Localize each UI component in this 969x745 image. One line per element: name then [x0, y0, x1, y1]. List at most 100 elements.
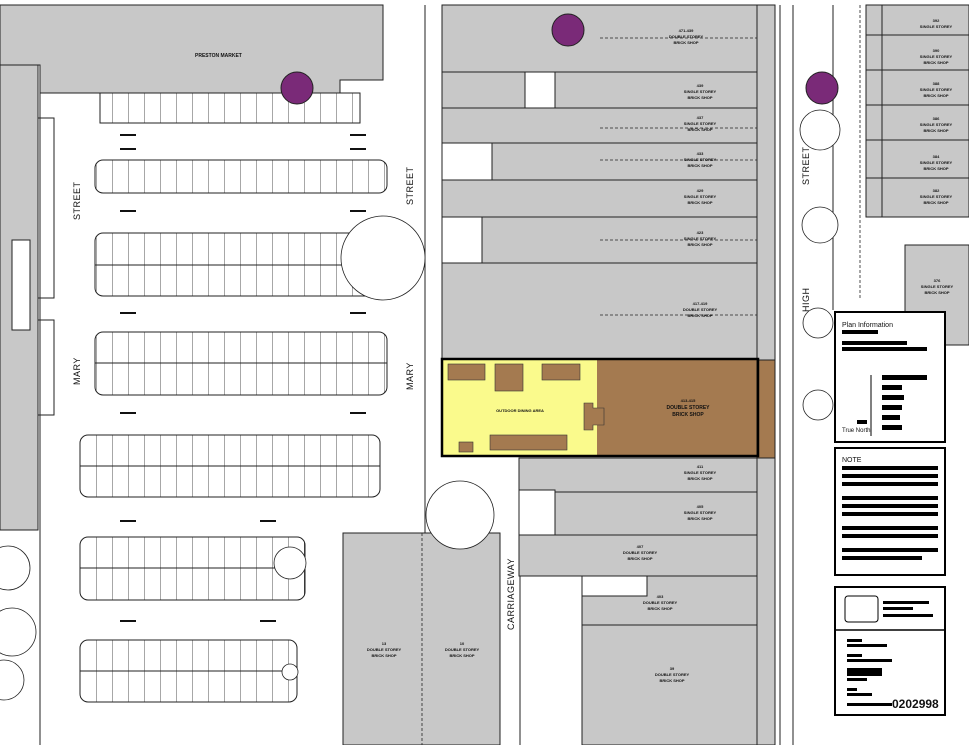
svg-text:433: 433 [697, 151, 704, 156]
svg-text:SINGLE STOREY: SINGLE STOREY [920, 87, 953, 92]
tree-icon [0, 607, 37, 657]
svg-text:SINGLE STOREY: SINGLE STOREY [920, 160, 953, 165]
title-block: 0202998 [834, 586, 946, 716]
svg-text:BRICK SHOP: BRICK SHOP [923, 60, 948, 65]
svg-text:BRICK SHOP: BRICK SHOP [923, 93, 948, 98]
svg-text:BRICK SHOP: BRICK SHOP [923, 128, 948, 133]
svg-text:407: 407 [637, 544, 644, 549]
svg-text:SINGLE STOREY: SINGLE STOREY [920, 194, 953, 199]
svg-text:BRICK SHOP: BRICK SHOP [923, 200, 948, 205]
svg-text:SINGLE STOREY: SINGLE STOREY [920, 54, 953, 59]
svg-text:SINGLE STOREY: SINGLE STOREY [920, 122, 953, 127]
parking-row [94, 159, 388, 194]
svg-text:417-419: 417-419 [693, 301, 708, 306]
parking-row [99, 92, 361, 124]
preston-market-label: PRESTON MARKET [195, 53, 242, 59]
high-street-label: HIGH [801, 288, 811, 313]
preston-market-building: PRESTON MARKET [0, 4, 384, 94]
svg-text:SINGLE STOREY: SINGLE STOREY [684, 157, 717, 162]
tree-icon [340, 215, 426, 301]
svg-text:BRICK SHOP: BRICK SHOP [449, 653, 474, 658]
hatched-strip [37, 117, 55, 299]
svg-text:BRICK SHOP: BRICK SHOP [672, 412, 704, 418]
mary-street-label: MARY [72, 357, 82, 385]
svg-text:BRICK SHOP: BRICK SHOP [687, 313, 712, 318]
marker-icon [551, 13, 585, 47]
mary-street-label: STREET [72, 181, 82, 220]
svg-text:SINGLE STOREY: SINGLE STOREY [684, 470, 717, 475]
svg-text:DOUBLE STOREY: DOUBLE STOREY [655, 672, 690, 677]
mary-street-label: STREET [405, 166, 415, 205]
marker-icon [280, 71, 314, 105]
high-street-label: STREET [801, 146, 811, 185]
svg-text:13: 13 [382, 641, 387, 646]
lot-labels: 471-439 DOUBLE STOREY BRICK SHOP 439 SIN… [669, 28, 718, 318]
true-north-label: True North [842, 428, 870, 434]
svg-text:BRICK SHOP: BRICK SHOP [687, 95, 712, 100]
tree-icon [0, 659, 25, 701]
svg-text:390: 390 [933, 48, 940, 53]
svg-text:403: 403 [657, 594, 664, 599]
left-building-gap [11, 239, 31, 331]
svg-text:BRICK SHOP: BRICK SHOP [924, 290, 949, 295]
tree-icon [802, 307, 834, 339]
carriageway-label: CARRIAGEWAY [506, 558, 516, 630]
svg-text:SINGLE STOREY: SINGLE STOREY [684, 121, 717, 126]
svg-text:SINGLE STOREY: SINGLE STOREY [684, 510, 717, 515]
courtyard-label: OUTDOOR DINING AREA [496, 408, 544, 413]
svg-text:376: 376 [934, 278, 941, 283]
tree-icon [425, 480, 495, 550]
svg-text:SINGLE STOREY: SINGLE STOREY [920, 24, 953, 29]
svg-text:SINGLE STOREY: SINGLE STOREY [684, 89, 717, 94]
svg-text:10: 10 [460, 641, 465, 646]
drawing-number: 0202998 [892, 697, 939, 711]
tree-icon [281, 663, 299, 681]
central-block [441, 4, 776, 745]
svg-text:BRICK SHOP: BRICK SHOP [647, 606, 672, 611]
svg-text:DOUBLE STOREY: DOUBLE STOREY [667, 405, 711, 411]
note-panel: NOTE [834, 447, 946, 576]
right-shops: 392 SINGLE STOREY 390 SINGLE STOREY BRIC… [865, 4, 969, 346]
svg-text:BRICK SHOP: BRICK SHOP [371, 653, 396, 658]
svg-text:413-415: 413-415 [681, 398, 696, 403]
site-boundary [440, 357, 760, 458]
logo [844, 595, 879, 623]
svg-text:DOUBLE STOREY: DOUBLE STOREY [367, 647, 402, 652]
plan-information-title: Plan Information [842, 322, 893, 329]
svg-text:BRICK SHOP: BRICK SHOP [673, 40, 698, 45]
marker-icon [805, 71, 839, 105]
svg-text:BRICK SHOP: BRICK SHOP [627, 556, 652, 561]
tree-icon [802, 389, 834, 421]
subject-site: OUTDOOR DINING AREA 413-415 DOUBLE STORE… [440, 357, 776, 459]
svg-text:DOUBLE STOREY: DOUBLE STOREY [683, 307, 718, 312]
tree-icon [801, 206, 839, 244]
trees [0, 109, 841, 701]
svg-text:SINGLE STOREY: SINGLE STOREY [684, 194, 717, 199]
location-markers [280, 13, 839, 105]
svg-text:DOUBLE STOREY: DOUBLE STOREY [623, 550, 658, 555]
svg-text:439: 439 [697, 83, 704, 88]
svg-text:BRICK SHOP: BRICK SHOP [687, 200, 712, 205]
svg-text:DOUBLE STOREY: DOUBLE STOREY [445, 647, 480, 652]
svg-text:39: 39 [670, 666, 675, 671]
svg-text:392: 392 [933, 18, 940, 23]
car-park [79, 92, 388, 703]
svg-text:437: 437 [697, 115, 704, 120]
south-block: 411 SINGLE STOREY BRICK SHOP 405 SINGLE … [342, 457, 758, 745]
svg-text:386: 386 [933, 116, 940, 121]
svg-text:SINGLE STOREY: SINGLE STOREY [684, 236, 717, 241]
svg-text:BRICK SHOP: BRICK SHOP [659, 678, 684, 683]
svg-text:471-439: 471-439 [679, 28, 694, 33]
high-street [779, 5, 861, 745]
svg-text:BRICK SHOP: BRICK SHOP [687, 127, 712, 132]
svg-text:429: 429 [697, 188, 704, 193]
svg-text:DOUBLE STOREY: DOUBLE STOREY [669, 34, 704, 39]
svg-text:382: 382 [933, 188, 940, 193]
note-title: NOTE [842, 457, 862, 464]
svg-text:405: 405 [697, 504, 704, 509]
mary-street-label: MARY [405, 362, 415, 390]
svg-text:SINGLE STOREY: SINGLE STOREY [921, 284, 954, 289]
hatched-strip [37, 319, 55, 416]
svg-text:388: 388 [933, 81, 940, 86]
